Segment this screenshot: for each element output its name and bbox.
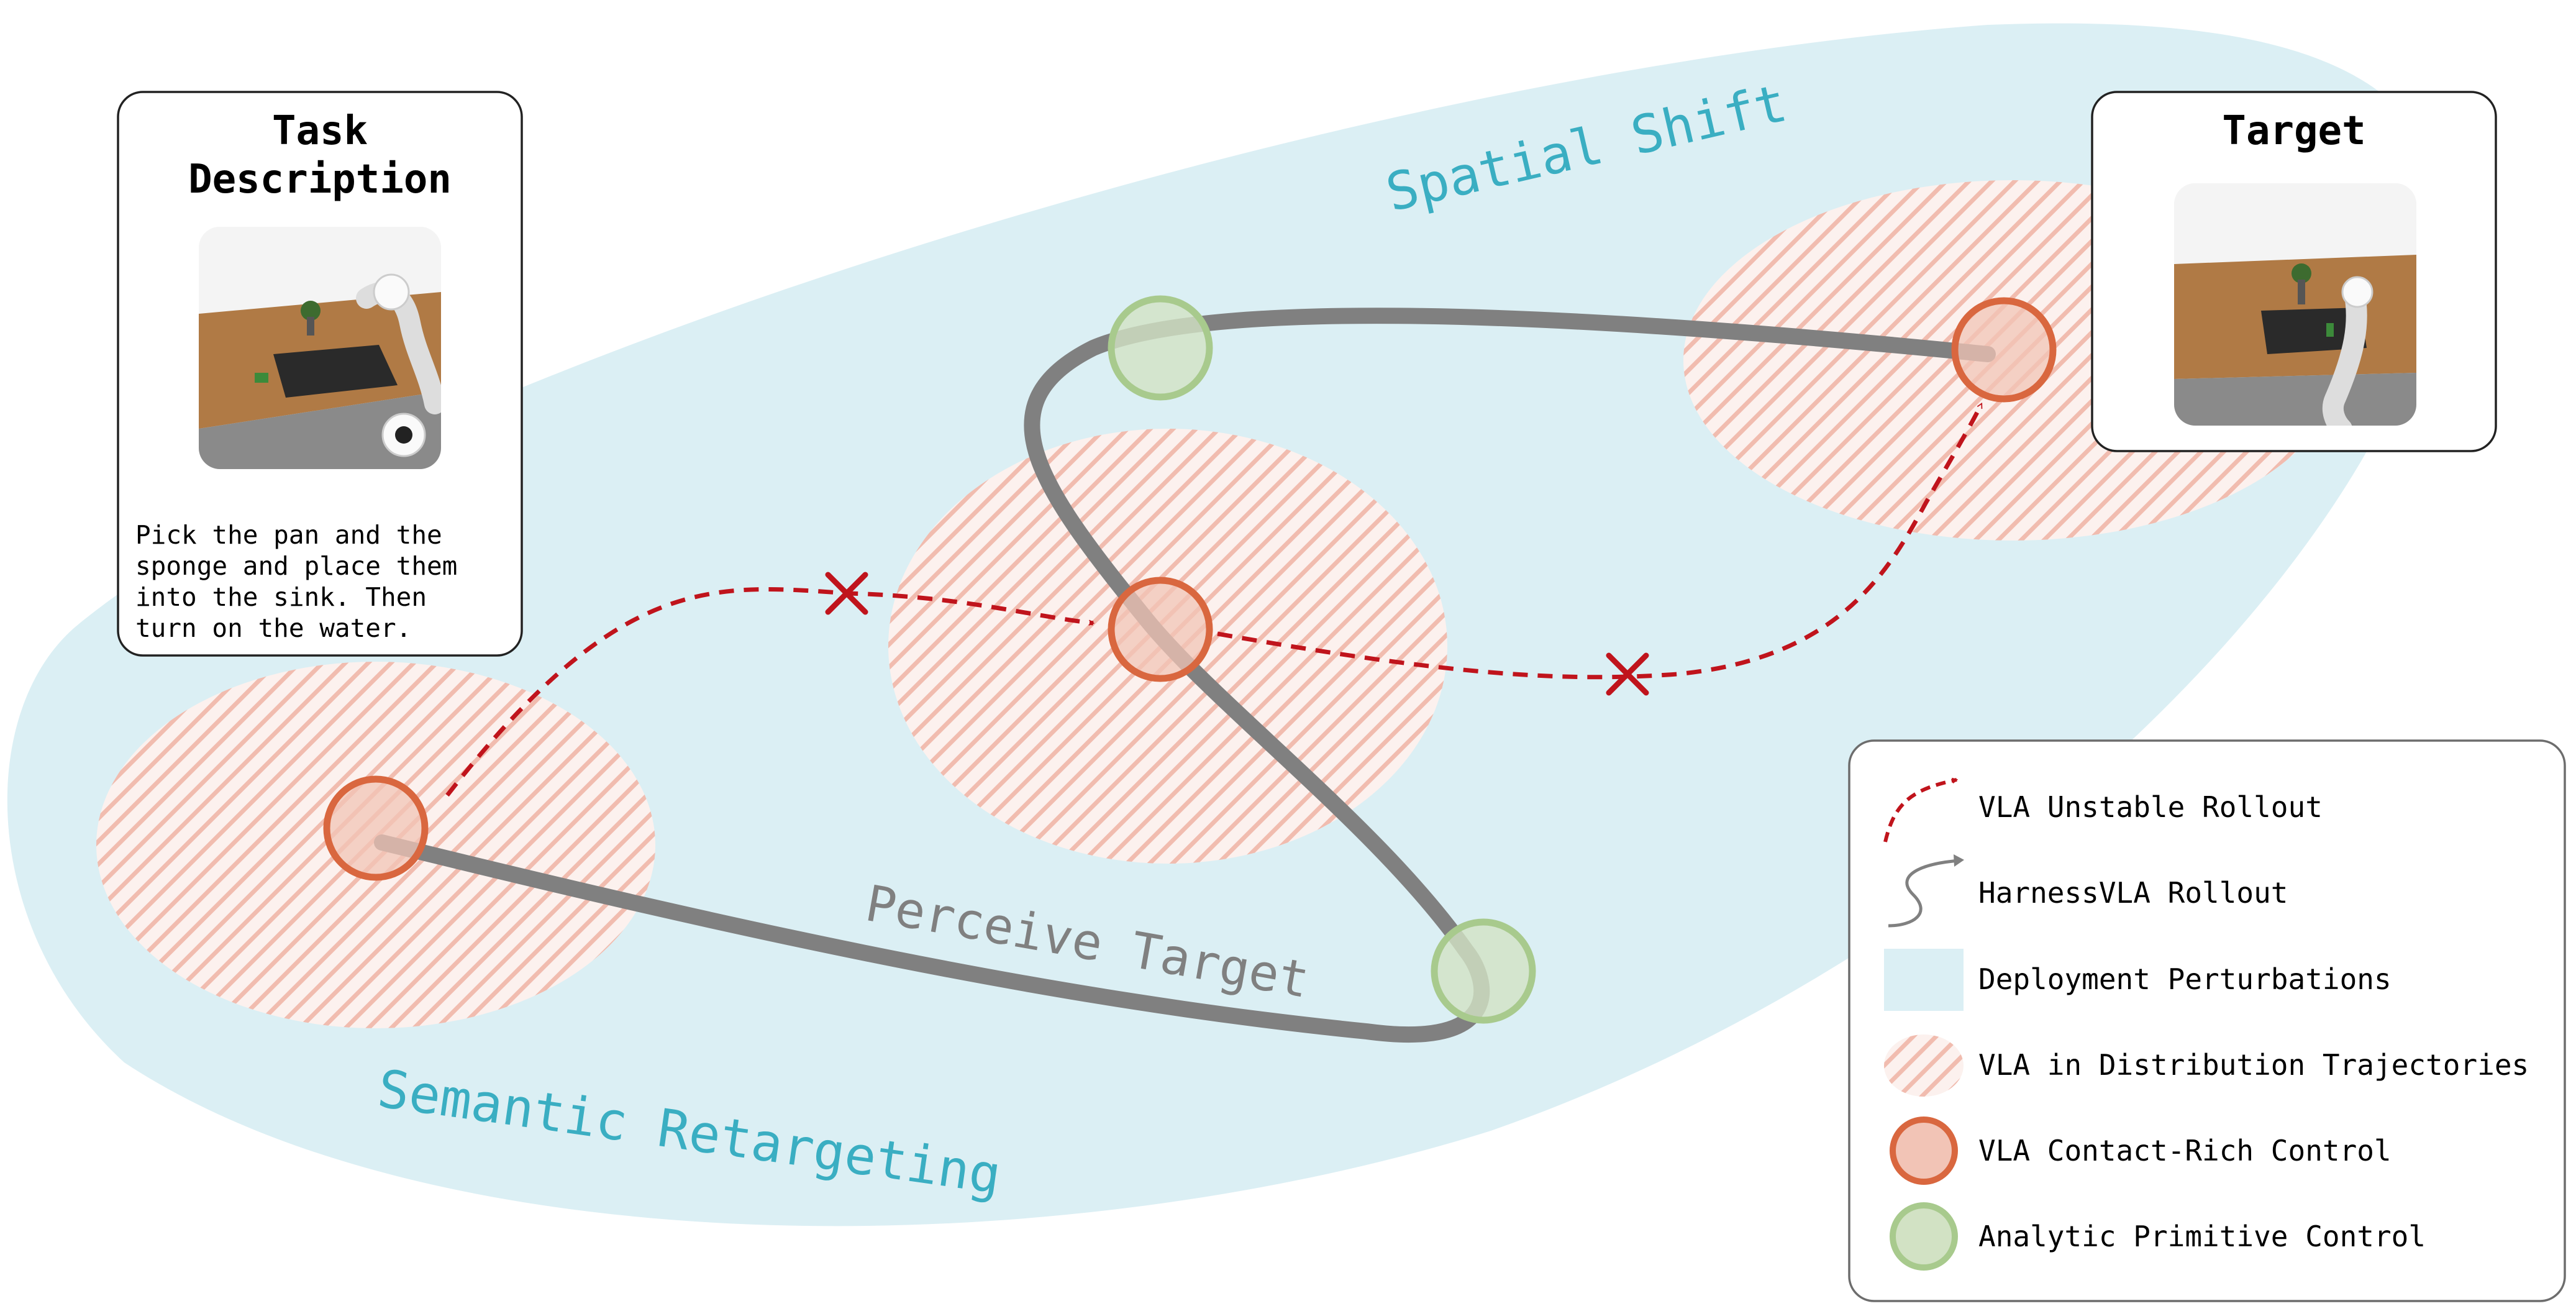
unstable-rollout-path-1 [445,587,1093,797]
contact-rich-node [1951,297,2057,403]
legend-in-distribution-icon [1884,1034,1964,1097]
contact-rich-node [1108,577,1213,682]
task-description-line: Pick the pan and the [135,520,442,550]
unstable-rollout-path-2 [1217,404,1984,680]
legend: VLA Unstable Rollout HarnessVLA Rollout … [1848,739,2566,1302]
task-description-card: Task Description Pick the pan and the sp… [117,91,523,657]
analytic-primitive-node [1108,295,1213,401]
legend-label: HarnessVLA Rollout [1978,876,2288,910]
legend-label: VLA Unstable Rollout [1978,790,2323,824]
legend-unstable-icon [1883,780,1957,843]
legend-label: Deployment Perturbations [1978,962,2392,996]
legend-label: VLA in Distribution Trajectories [1978,1048,2529,1082]
failure-cross-icon [1606,652,1649,696]
task-description-line: into the sink. Then [135,582,427,612]
target-scene-image [2174,183,2416,426]
task-description-line: turn on the water. [135,613,411,643]
task-title-line: Task [272,108,368,154]
task-scene-image [199,227,441,469]
legend-harness-icon [1888,859,1960,928]
legend-contact-rich-icon [1890,1116,1958,1185]
failure-cross-icon [825,572,868,615]
harness-rollout-path [374,308,1996,1043]
legend-perturbation-icon [1884,949,1964,1011]
task-description-line: sponge and place them [135,551,457,581]
legend-label: VLA Contact-Rich Control [1978,1134,2392,1167]
contact-rich-node [323,775,429,881]
target-card: Target [2091,91,2497,452]
legend-label: Analytic Primitive Control [1978,1220,2426,1253]
analytic-primitive-node [1431,918,1536,1024]
task-title-line: Description [188,157,452,203]
legend-analytic-icon [1890,1202,1958,1271]
target-title: Target [2222,108,2365,154]
